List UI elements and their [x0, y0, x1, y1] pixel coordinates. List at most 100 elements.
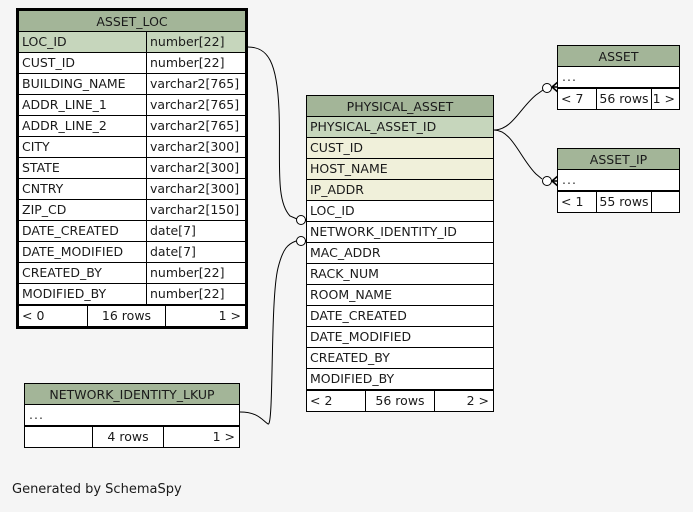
- table-row[interactable]: MODIFIED_BY: [307, 369, 493, 390]
- table-title-physical-asset: PHYSICAL_ASSET: [307, 96, 493, 117]
- column-type: varchar2[300]: [146, 179, 245, 199]
- table-footer-network-identity-lkup: 4 rows 1 >: [25, 426, 239, 447]
- table-asset[interactable]: ASSET ... < 7 56 rows 1 >: [557, 45, 680, 110]
- optional-marker-icon: [542, 176, 552, 186]
- table-row[interactable]: ADDR_LINE_2 varchar2[765]: [19, 116, 245, 137]
- column-name: LOC_ID: [22, 34, 67, 49]
- column-type: varchar2[300]: [146, 158, 245, 178]
- column-name: IP_ADDR: [310, 182, 364, 197]
- table-footer-asset: < 7 56 rows 1 >: [558, 88, 679, 109]
- table-row[interactable]: ADDR_LINE_1 varchar2[765]: [19, 95, 245, 116]
- table-row[interactable]: LOC_ID number[22]: [19, 32, 245, 53]
- table-title-network-identity-lkup: NETWORK_IDENTITY_LKUP: [25, 384, 239, 405]
- column-name: BUILDING_NAME: [22, 76, 126, 91]
- table-footer-physical-asset: < 2 56 rows 2 >: [307, 390, 493, 411]
- table-row[interactable]: MODIFIED_BY number[22]: [19, 284, 245, 305]
- table-row[interactable]: ZIP_CD varchar2[150]: [19, 200, 245, 221]
- footer-row-count: 4 rows: [92, 427, 164, 447]
- footer-row-count: 16 rows: [87, 306, 166, 326]
- optional-marker-icon: [542, 83, 552, 93]
- table-row[interactable]: ROOM_NAME: [307, 285, 493, 306]
- generated-by-caption: Generated by SchemaSpy: [12, 482, 182, 497]
- link-physicalasset-assetip: [493, 129, 543, 180]
- table-row[interactable]: CUST_ID: [307, 138, 493, 159]
- table-row[interactable]: CREATED_BY number[22]: [19, 263, 245, 284]
- footer-next-count[interactable]: 1 >: [218, 308, 241, 323]
- footer-prev-count[interactable]: < 7: [561, 91, 584, 106]
- column-name: CREATED_BY: [22, 265, 102, 280]
- table-row[interactable]: RACK_NUM: [307, 264, 493, 285]
- table-row[interactable]: CUST_ID number[22]: [19, 53, 245, 74]
- link-assetloc-physicalasset: [247, 46, 298, 220]
- column-name: PHYSICAL_ASSET_ID: [310, 119, 437, 134]
- column-name: LOC_ID: [310, 203, 355, 218]
- table-asset-loc[interactable]: ASSET_LOC LOC_ID number[22] CUST_ID numb…: [16, 8, 248, 329]
- column-type: date[7]: [146, 242, 245, 262]
- table-footer-asset-loc: < 0 16 rows 1 >: [19, 305, 245, 326]
- table-row[interactable]: ...: [558, 67, 679, 88]
- column-name: NETWORK_IDENTITY_ID: [310, 224, 457, 239]
- footer-next-count[interactable]: 2 >: [466, 393, 489, 408]
- table-row[interactable]: HOST_NAME: [307, 159, 493, 180]
- column-type: number[22]: [146, 32, 245, 52]
- footer-next-count[interactable]: 1 >: [212, 429, 235, 444]
- link-networkidentity-physicalasset: [239, 240, 297, 425]
- column-name: RACK_NUM: [310, 266, 379, 281]
- table-row[interactable]: IP_ADDR: [307, 180, 493, 201]
- column-name: CNTRY: [22, 181, 64, 196]
- column-name: MODIFIED_BY: [310, 371, 395, 386]
- column-name: CUST_ID: [310, 140, 364, 155]
- column-name: CITY: [22, 139, 50, 154]
- table-row[interactable]: CNTRY varchar2[300]: [19, 179, 245, 200]
- table-row[interactable]: PHYSICAL_ASSET_ID: [307, 117, 493, 138]
- column-type: number[22]: [146, 53, 245, 73]
- column-type: number[22]: [146, 263, 245, 283]
- table-row[interactable]: CITY varchar2[300]: [19, 137, 245, 158]
- table-asset-ip[interactable]: ASSET_IP ... < 1 55 rows: [557, 148, 680, 213]
- column-name: ADDR_LINE_2: [22, 118, 107, 133]
- footer-prev-count[interactable]: < 1: [561, 194, 584, 209]
- column-name: ADDR_LINE_1: [22, 97, 107, 112]
- table-row[interactable]: DATE_MODIFIED date[7]: [19, 242, 245, 263]
- footer-next-count[interactable]: 1 >: [652, 91, 675, 106]
- footer-next-count[interactable]: [652, 192, 679, 212]
- table-row[interactable]: MAC_ADDR: [307, 243, 493, 264]
- footer-row-count: 56 rows: [596, 89, 652, 109]
- column-name: DATE_MODIFIED: [22, 244, 124, 259]
- table-network-identity-lkup[interactable]: NETWORK_IDENTITY_LKUP ... 4 rows 1 >: [24, 383, 240, 448]
- collapsed-columns-indicator: ...: [29, 407, 44, 422]
- column-type: date[7]: [146, 221, 245, 241]
- column-name: ROOM_NAME: [310, 287, 392, 302]
- column-name: ZIP_CD: [22, 202, 67, 217]
- column-type: varchar2[765]: [146, 116, 245, 136]
- column-name: CUST_ID: [22, 55, 76, 70]
- link-physicalasset-asset: [493, 89, 544, 131]
- footer-row-count: 55 rows: [596, 192, 652, 212]
- optional-marker-icon: [296, 236, 306, 246]
- table-row[interactable]: ...: [25, 405, 239, 426]
- footer-prev-count[interactable]: [25, 427, 92, 447]
- optional-marker-icon: [296, 215, 306, 225]
- table-physical-asset[interactable]: PHYSICAL_ASSET PHYSICAL_ASSET_ID CUST_ID…: [306, 95, 494, 412]
- table-row[interactable]: LOC_ID: [307, 201, 493, 222]
- table-row[interactable]: DATE_CREATED: [307, 306, 493, 327]
- table-row[interactable]: DATE_CREATED date[7]: [19, 221, 245, 242]
- table-row[interactable]: NETWORK_IDENTITY_ID: [307, 222, 493, 243]
- column-name: CREATED_BY: [310, 350, 390, 365]
- table-row[interactable]: BUILDING_NAME varchar2[765]: [19, 74, 245, 95]
- table-row[interactable]: CREATED_BY: [307, 348, 493, 369]
- footer-prev-count[interactable]: < 0: [22, 308, 45, 323]
- table-row[interactable]: STATE varchar2[300]: [19, 158, 245, 179]
- table-title-asset-loc: ASSET_LOC: [19, 11, 245, 32]
- column-type: varchar2[765]: [146, 95, 245, 115]
- footer-row-count: 56 rows: [365, 391, 435, 411]
- table-footer-asset-ip: < 1 55 rows: [558, 191, 679, 212]
- column-name: DATE_CREATED: [310, 308, 407, 323]
- collapsed-columns-indicator: ...: [562, 172, 577, 187]
- column-type: number[22]: [146, 284, 245, 304]
- table-row[interactable]: ...: [558, 170, 679, 191]
- footer-prev-count[interactable]: < 2: [310, 393, 333, 408]
- table-row[interactable]: DATE_MODIFIED: [307, 327, 493, 348]
- column-name: STATE: [22, 160, 60, 175]
